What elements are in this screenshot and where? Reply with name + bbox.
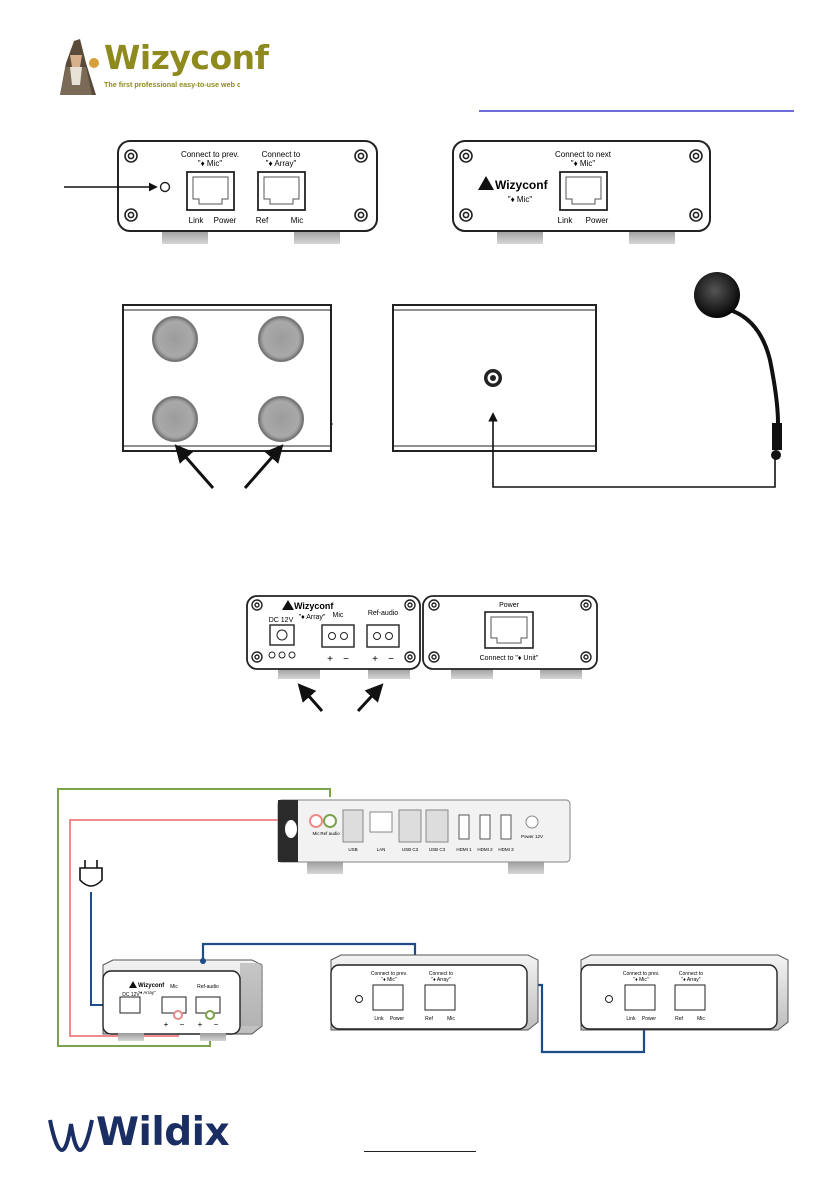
svg-text:HDMI 2: HDMI 2 xyxy=(477,847,493,852)
svg-text:Link: Link xyxy=(626,1016,636,1022)
brand-title: Wizyconf xyxy=(104,38,269,77)
svg-text:+: + xyxy=(327,654,333,665)
svg-text:Wizyconf: Wizyconf xyxy=(138,983,165,989)
svg-text:"♦ Array": "♦ Array" xyxy=(138,990,156,995)
header-rule xyxy=(479,110,794,112)
gooseneck-mic-icon xyxy=(694,272,782,460)
svg-text:"♦ Mic": "♦ Mic" xyxy=(633,977,648,983)
svg-text:Ref-audio: Ref-audio xyxy=(197,984,219,990)
rubber-foot xyxy=(152,396,198,442)
wizard-icon xyxy=(46,33,106,97)
svg-text:Power: Power xyxy=(642,1016,657,1022)
svg-text:Connect to: Connect to xyxy=(429,971,453,977)
svg-text:"♦ Mic": "♦ Mic" xyxy=(381,977,396,983)
front-model: "♦ Mic" xyxy=(508,195,533,204)
rubber-foot xyxy=(258,396,304,442)
port-sub-next: "♦ Mic" xyxy=(571,159,596,168)
port-sub-prev: "♦ Mic" xyxy=(198,159,223,168)
svg-text:Power: Power xyxy=(390,1016,405,1022)
ref-audio-label: Ref-audio xyxy=(368,610,398,617)
pin-link: Link xyxy=(189,216,205,225)
svg-text:Link: Link xyxy=(374,1016,384,1022)
svg-text:−: − xyxy=(214,1020,219,1029)
pin-link-front: Link xyxy=(558,216,574,225)
svg-text:−: − xyxy=(180,1020,185,1029)
pin-mic: Mic xyxy=(291,216,303,225)
wildix-mark-icon xyxy=(48,1119,94,1153)
front-brand: Wizyconf xyxy=(495,178,549,192)
power-label: Power xyxy=(499,602,520,609)
connect-unit-label: Connect to "♦ Unit" xyxy=(480,655,539,662)
svg-text:Ref: Ref xyxy=(425,1016,433,1022)
svg-text:Connect to: Connect to xyxy=(679,971,703,977)
pc-unit-back-panel: Mic Ref audio USB LAN USB C3 USB C3 HDMI… xyxy=(277,799,571,874)
rj45-power-port xyxy=(484,611,534,649)
wizyconf-mark-icon xyxy=(478,176,494,190)
port-label-array: Connect to xyxy=(262,150,301,159)
wildix-logo-text: Wildix xyxy=(96,1110,230,1155)
svg-text:+: + xyxy=(198,1020,203,1029)
pin-power-front: Power xyxy=(586,216,609,225)
svg-text:USB C3: USB C3 xyxy=(429,847,446,852)
array-model: "♦ Array" xyxy=(299,614,326,621)
mic-terminal xyxy=(321,624,355,648)
svg-text:Ref: Ref xyxy=(675,1016,683,1022)
footer-rule xyxy=(364,1151,476,1152)
ref-terminal xyxy=(366,624,400,648)
brand-tagline: The first professional easy-to-use web c… xyxy=(104,80,240,89)
svg-text:Ref audio: Ref audio xyxy=(320,831,340,836)
svg-text:HDMI 1: HDMI 1 xyxy=(456,847,472,852)
svg-text:+: + xyxy=(164,1020,169,1029)
daisy-chain-cable xyxy=(537,983,646,1054)
array-unit-front-panel: Power Connect to "♦ Unit" xyxy=(422,595,598,679)
svg-text:HDMI 3: HDMI 3 xyxy=(498,847,514,852)
rubber-foot xyxy=(152,316,198,362)
mic-cable-line xyxy=(488,412,776,488)
dc-label: DC 12V xyxy=(269,617,294,624)
svg-text:Mic: Mic xyxy=(447,1016,455,1022)
svg-text:−: − xyxy=(388,654,394,665)
pin-power: Power xyxy=(214,216,237,225)
svg-text:Mic: Mic xyxy=(313,831,321,836)
svg-text:Mic: Mic xyxy=(170,984,178,990)
power-plug-icon xyxy=(79,860,103,887)
svg-text:DC 12V: DC 12V xyxy=(122,992,140,998)
svg-text:USB C3: USB C3 xyxy=(402,847,419,852)
svg-text:USB: USB xyxy=(348,847,357,852)
bottom-array-unit: Wizyconf "♦ Array" DC 12V Mic Ref-audio … xyxy=(102,958,263,1041)
rj45-port-prev xyxy=(186,171,235,211)
dc-jack xyxy=(269,624,295,646)
array-brand: Wizyconf xyxy=(294,601,334,611)
svg-text:Mic: Mic xyxy=(697,1016,705,1022)
bottom-mic-unit-1: Connect to prev. "♦ Mic" Connect to "♦ A… xyxy=(330,954,539,1031)
svg-text:"♦ Array": "♦ Array" xyxy=(431,977,450,983)
svg-text:Connect to prev.: Connect to prev. xyxy=(371,971,407,977)
top-view-mic-jack xyxy=(392,304,776,488)
svg-text:−: − xyxy=(343,654,349,665)
port-sub-array: "♦ Array" xyxy=(266,159,297,168)
wizyconf-logo xyxy=(46,33,242,97)
bottom-view-feet xyxy=(122,304,333,489)
rubber-foot xyxy=(258,316,304,362)
reset-hole xyxy=(159,181,171,193)
svg-text:Power 12V: Power 12V xyxy=(521,834,543,839)
ref-audio-cable xyxy=(57,788,331,1047)
mic-unit-back-panel: Connect to prev. "♦ Mic" Link Power Conn… xyxy=(64,140,378,244)
svg-text:Connect to prev.: Connect to prev. xyxy=(623,971,659,977)
pin-ref: Ref xyxy=(256,216,269,225)
bottom-mic-unit-2: Connect to prev. "♦ Mic" Connect to "♦ A… xyxy=(580,954,789,1031)
port-label-prev: Connect to prev. xyxy=(181,150,239,159)
mic-label: Mic xyxy=(333,612,344,619)
port-label-next: Connect to next xyxy=(555,150,612,159)
svg-text:+: + xyxy=(372,654,378,665)
svg-text:LAN: LAN xyxy=(377,847,386,852)
svg-text:"♦ Array": "♦ Array" xyxy=(681,977,700,983)
mic-unit-front-panel: Wizyconf "♦ Mic" Connect to next "♦ Mic"… xyxy=(452,140,711,244)
array-unit-back-panel: Wizyconf "♦ Array" DC 12V Mic + − Ref-au… xyxy=(246,595,421,713)
